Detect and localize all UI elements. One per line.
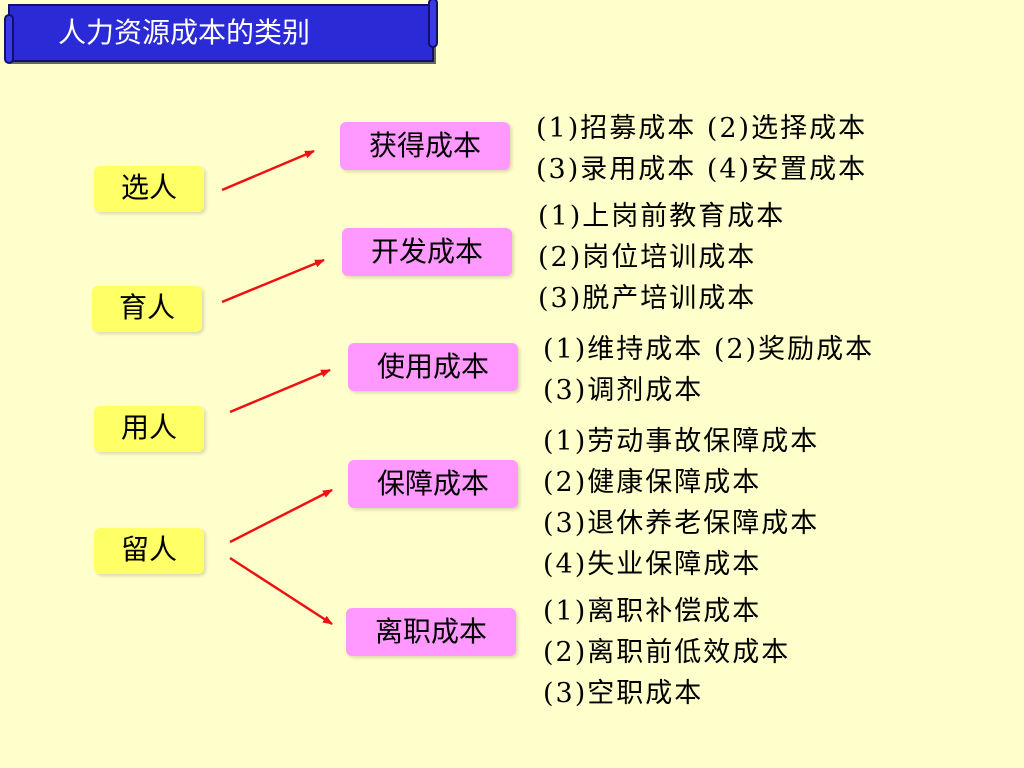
arrow-use-to-usage [229, 368, 331, 414]
list-item: (1)劳动事故保障成本 [543, 426, 820, 457]
arrow-select-to-acquisition [221, 149, 315, 192]
cost-box-usage: 使用成本 [348, 343, 518, 391]
list-item: (2)离职前低效成本 [543, 637, 791, 668]
list-item: (3)脱产培训成本 [538, 283, 757, 314]
list-item: (1)招募成本 (2)选择成本 [536, 113, 868, 144]
items-usage: (1)维持成本 (2)奖励成本 (3)调剂成本 [543, 329, 874, 411]
stage-box-select: 选人 [94, 166, 204, 212]
arrow-retain-to-separation [229, 556, 333, 626]
list-item: (3)录用成本 (4)安置成本 [536, 154, 868, 185]
arrow-retain-to-protection [229, 488, 333, 544]
scroll-curl-left [4, 14, 14, 64]
items-development: (1)上岗前教育成本 (2)岗位培训成本 (3)脱产培训成本 [538, 196, 785, 319]
items-acquisition: (1)招募成本 (2)选择成本 (3)录用成本 (4)安置成本 [536, 108, 867, 190]
stage-box-use: 用人 [94, 406, 204, 452]
list-item: (1)维持成本 (2)奖励成本 [543, 334, 875, 365]
list-item: (3)调剂成本 [543, 375, 704, 406]
page-title: 人力资源成本的类别 [58, 16, 311, 49]
cost-box-separation: 离职成本 [346, 608, 516, 656]
list-item: (2)健康保障成本 [543, 467, 762, 498]
arrow-develop-to-development [221, 258, 325, 304]
list-item: (2)岗位培训成本 [538, 242, 757, 273]
title-banner: 人力资源成本的类别 [4, 0, 438, 64]
cost-box-development: 开发成本 [342, 228, 512, 276]
list-item: (1)离职补偿成本 [543, 596, 762, 627]
items-separation: (1)离职补偿成本 (2)离职前低效成本 (3)空职成本 [543, 591, 790, 714]
items-protection: (1)劳动事故保障成本 (2)健康保障成本 (3)退休养老保障成本 (4)失业保… [543, 421, 819, 585]
list-item: (3)空职成本 [543, 678, 704, 709]
cost-box-acquisition: 获得成本 [340, 122, 510, 170]
stage-box-retain: 留人 [94, 528, 204, 574]
cost-box-protection: 保障成本 [348, 460, 518, 508]
stage-box-develop: 育人 [92, 286, 202, 332]
list-item: (3)退休养老保障成本 [543, 508, 820, 539]
scroll-curl-right [428, 0, 438, 48]
list-item: (4)失业保障成本 [543, 549, 762, 580]
list-item: (1)上岗前教育成本 [538, 201, 786, 232]
